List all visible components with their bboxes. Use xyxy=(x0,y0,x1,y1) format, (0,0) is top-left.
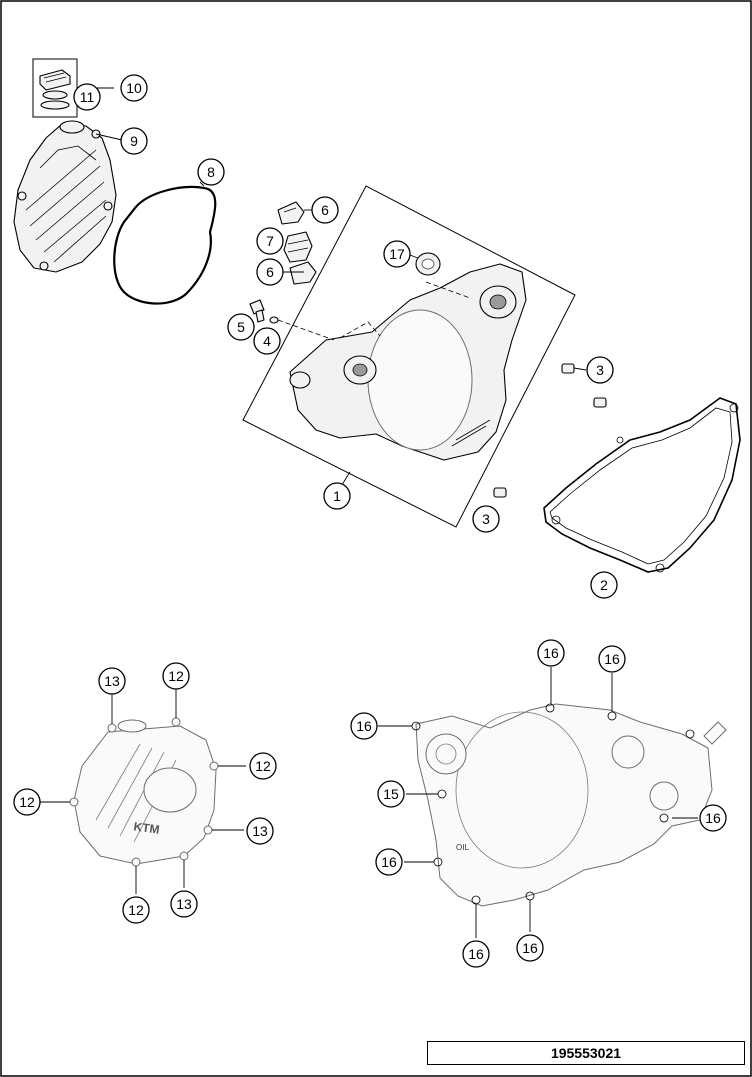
svg-text:16: 16 xyxy=(543,645,559,661)
svg-text:6: 6 xyxy=(266,264,274,280)
callout-13b: 13 xyxy=(246,817,274,845)
shaft-seal xyxy=(406,252,441,276)
svg-text:7: 7 xyxy=(266,233,274,249)
svg-text:8: 8 xyxy=(207,164,215,180)
svg-text:15: 15 xyxy=(383,786,399,802)
svg-text:5: 5 xyxy=(237,319,245,335)
callout-11: 11 xyxy=(73,83,101,111)
svg-text:9: 9 xyxy=(130,133,138,149)
callout-6a: 6 xyxy=(311,196,339,224)
callout-16e: 16 xyxy=(375,848,403,876)
callout-1: 1 xyxy=(323,482,351,510)
callout-12a: 12 xyxy=(162,662,190,690)
svg-text:12: 12 xyxy=(19,794,35,810)
callout-7: 7 xyxy=(256,227,284,255)
oil-filler-plug xyxy=(32,58,114,118)
oil-mark: OIL xyxy=(456,843,469,852)
callout-10: 10 xyxy=(120,74,148,102)
callout-17: 17 xyxy=(383,240,411,268)
callout-16b: 16 xyxy=(598,645,626,673)
callout-4: 4 xyxy=(253,327,281,355)
clutch-cover-gasket xyxy=(113,181,217,305)
svg-text:16: 16 xyxy=(356,718,372,734)
svg-text:13: 13 xyxy=(176,896,192,912)
callout-15: 15 xyxy=(377,780,405,808)
svg-text:1: 1 xyxy=(333,488,341,504)
svg-text:3: 3 xyxy=(482,511,490,527)
screw-and-washer xyxy=(249,299,335,341)
svg-text:16: 16 xyxy=(604,651,620,667)
svg-text:16: 16 xyxy=(705,810,721,826)
svg-text:16: 16 xyxy=(522,940,538,956)
callout-5: 5 xyxy=(227,313,255,341)
svg-text:11: 11 xyxy=(80,89,95,105)
svg-text:12: 12 xyxy=(128,902,144,918)
callout-12c: 12 xyxy=(13,788,41,816)
callout-2: 2 xyxy=(590,571,618,599)
inner-cover-gasket xyxy=(543,397,741,573)
svg-text:2: 2 xyxy=(600,577,608,593)
callout-13a: 13 xyxy=(98,667,126,695)
callout-16h: 16 xyxy=(516,934,544,962)
callout-12b: 12 xyxy=(249,752,277,780)
callout-9: 9 xyxy=(120,127,148,155)
callout-12d: 12 xyxy=(122,896,150,924)
oil-seal-parts xyxy=(258,201,317,285)
clutch-cover-outer xyxy=(13,120,123,273)
document-number-box: 195553021 xyxy=(427,1041,745,1065)
clutch-cover-inner-assembly xyxy=(242,185,576,528)
svg-text:12: 12 xyxy=(255,758,271,774)
callout-13c: 13 xyxy=(170,890,198,918)
callout-16f: 16 xyxy=(462,940,490,968)
cover-logo: KTM xyxy=(133,819,161,836)
svg-text:16: 16 xyxy=(381,854,397,870)
callout-3b: 3 xyxy=(472,505,500,533)
svg-text:17: 17 xyxy=(389,246,405,262)
callout-6b: 6 xyxy=(256,258,284,286)
dowel-pins xyxy=(493,363,607,498)
clutch-cover-rendered: KTM xyxy=(40,689,246,894)
svg-text:16: 16 xyxy=(468,946,484,962)
svg-text:13: 13 xyxy=(104,673,120,689)
svg-text:6: 6 xyxy=(321,202,329,218)
callout-3a: 3 xyxy=(586,356,614,384)
svg-text:12: 12 xyxy=(168,668,184,684)
callout-16d: 16 xyxy=(699,804,727,832)
callout-16a: 16 xyxy=(537,639,565,667)
document-number: 195553021 xyxy=(550,1045,622,1061)
callout-16c: 16 xyxy=(350,712,378,740)
svg-text:10: 10 xyxy=(126,80,142,96)
crankcase-cover-outline: OIL xyxy=(378,667,727,938)
svg-text:3: 3 xyxy=(596,362,604,378)
svg-text:13: 13 xyxy=(252,823,268,839)
callout-8: 8 xyxy=(197,158,225,186)
svg-text:4: 4 xyxy=(263,333,271,349)
